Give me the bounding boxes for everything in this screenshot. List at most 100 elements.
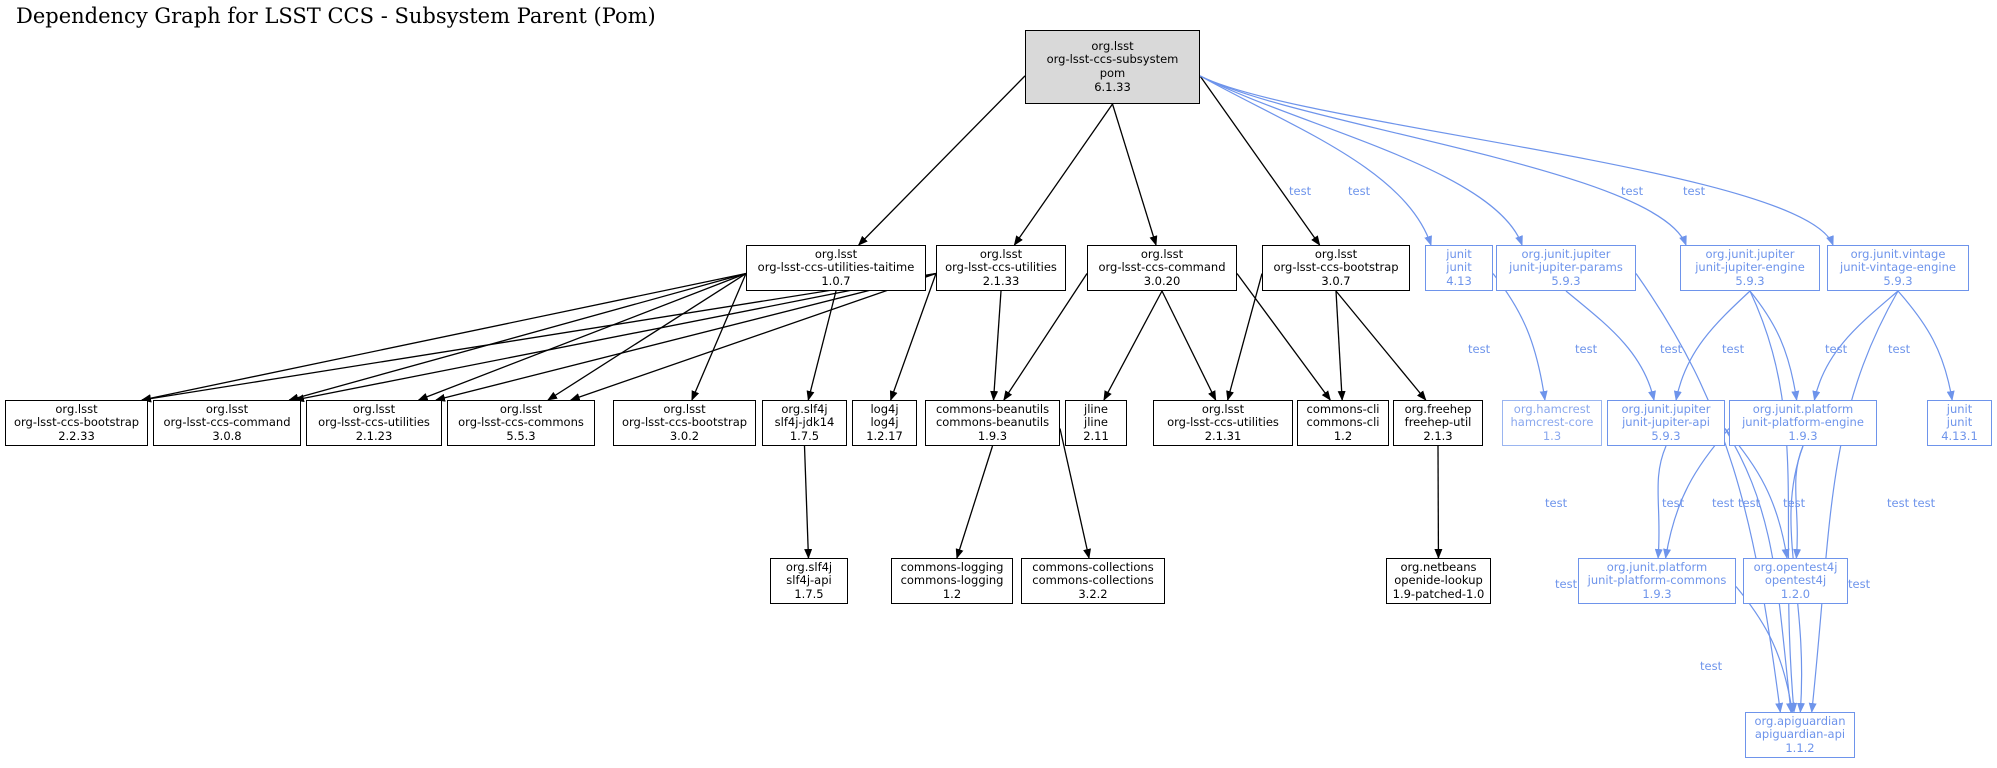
edge-label-test: test [1712, 496, 1735, 510]
edge-label-test: test [1700, 659, 1723, 673]
edge-command3020-to-commonscli [1236, 273, 1331, 401]
edge-root-to-junit413 [1199, 75, 1432, 246]
node-group: junit [1946, 401, 1973, 416]
node-group: org.lsst [1314, 246, 1358, 261]
node-group: org.netbeans [1400, 559, 1477, 574]
node-artifact: org-lsst-ccs-bootstrap [1273, 260, 1399, 275]
node-group: org.lsst [1091, 38, 1134, 53]
node-group: junit [1446, 246, 1472, 261]
node-artifact: junit-jupiter-api [1622, 415, 1710, 430]
node-group: org.lsst [1140, 246, 1184, 261]
edge-root-to-taitime [857, 75, 1026, 246]
node-version: 1.9.3 [1642, 586, 1672, 601]
node-version: 3.0.20 [1143, 273, 1181, 288]
edge-label-test: test [1887, 496, 1910, 510]
node-version: 2.2.33 [58, 428, 95, 443]
node-version: 5.5.3 [506, 428, 536, 443]
node-group: org.junit.jupiter [1621, 401, 1711, 416]
node-version: 3.0.8 [212, 428, 242, 443]
edge-root-to-bootstrap307 [1199, 75, 1321, 246]
node-group: commons-collections [1032, 559, 1154, 574]
node-artifact: junit-vintage-engine [1840, 260, 1956, 275]
node-version: 1.3 [1542, 428, 1562, 443]
edge-root-to-utilities2133 [1013, 103, 1114, 246]
node-group: commons-beanutils [935, 401, 1050, 416]
node-version: 1.7.5 [794, 586, 824, 601]
edge-command3020-to-utilities2131 [1161, 290, 1217, 401]
edge-label-test: test [1660, 342, 1683, 356]
edge-platformengine-to-platformcommons [1663, 428, 1730, 559]
edge-utilities2133-to-beanutils [990, 290, 1002, 401]
node-version: 3.0.7 [1321, 273, 1351, 288]
node-version: 3.0.2 [669, 428, 700, 443]
node-group: org.junit.jupiter [1705, 246, 1795, 261]
edge-label-test: test [1683, 184, 1706, 198]
node-group: jline [1084, 401, 1108, 416]
edge-root-to-vintageengine [1199, 75, 1834, 246]
edge-root-to-command3020 [1111, 103, 1158, 246]
edge-taitime-to-slf4jjdk14 [806, 290, 837, 401]
edge-utilities2133-to-commons553 [569, 272, 937, 401]
node-version: 5.9.3 [1735, 273, 1765, 288]
node-version: 1.7.5 [789, 428, 820, 443]
node-artifact: org-lsst-ccs-utilities [1167, 415, 1279, 430]
node-group: org.lsst [814, 246, 858, 261]
edge-taitime-to-bootstrap2233 [141, 272, 747, 403]
edge-platformcommons-to-apiguardian [1735, 586, 1795, 713]
edge-root-to-jupiterparams [1199, 75, 1523, 246]
node-group: org.junit.platform [1752, 401, 1854, 416]
node-version: 4.13.1 [1941, 428, 1978, 443]
node-version: 1.2.0 [1780, 586, 1811, 601]
edge-bootstrap307-to-utilities2131 [1226, 273, 1263, 401]
edge-label-test: test [1825, 342, 1848, 356]
node-artifact: org-lsst-ccs-commons [458, 415, 584, 430]
node-version: 1.9.3 [977, 428, 1008, 443]
node-version: 1.9.3 [1788, 428, 1818, 443]
node-artifact: org-lsst-ccs-utilities [945, 260, 1057, 275]
node-artifact: org-lsst-ccs-command [1098, 260, 1226, 275]
node-version: 1.2 [942, 586, 962, 601]
node-artifact: org-lsst-ccs-utilities-taitime [757, 260, 915, 275]
node-group: org.lsst [663, 401, 706, 416]
node-group: org.lsst [499, 401, 543, 416]
edge-slf4jjdk14-to-slf4japi [803, 445, 813, 559]
node-artifact: opentest4j [1764, 573, 1827, 588]
node-version: 1.0.7 [821, 273, 851, 288]
node-version: 6.1.33 [1094, 79, 1131, 94]
edge-label-test: test [1555, 577, 1578, 591]
node-artifact: junit [1946, 415, 1973, 430]
node-group: org.lsst [352, 401, 396, 416]
